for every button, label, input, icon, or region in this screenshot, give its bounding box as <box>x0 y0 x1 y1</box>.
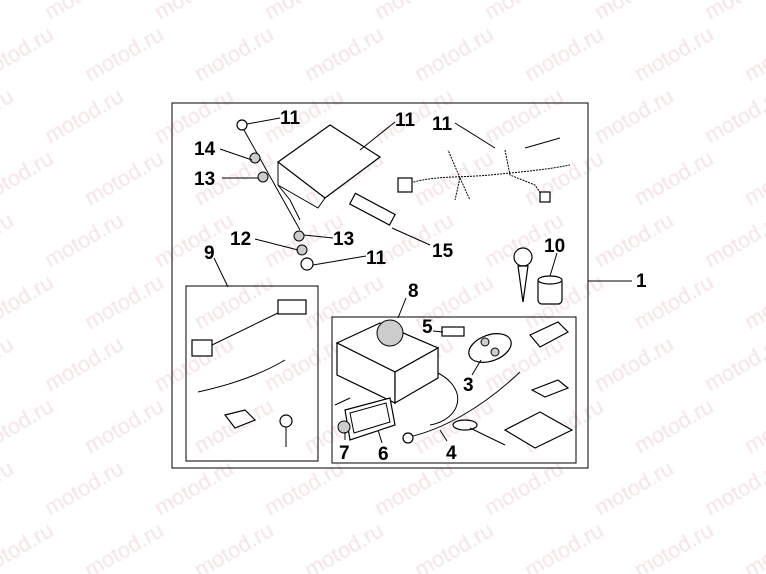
bolt-stack <box>236 119 314 271</box>
subkit-9-frame <box>185 285 319 462</box>
callout-1: 1 <box>636 271 647 292</box>
leader-lines <box>213 117 632 444</box>
subkit-alarm-frame <box>331 316 577 464</box>
callout-13: 13 <box>194 169 215 190</box>
callout-6: 6 <box>378 444 389 465</box>
callout-4: 4 <box>446 443 457 464</box>
callout-13: 13 <box>333 229 354 250</box>
callout-9: 9 <box>204 243 215 264</box>
part-5 <box>441 326 465 337</box>
callout-3: 3 <box>463 375 474 396</box>
main-frame <box>171 102 589 469</box>
remote-3 <box>468 321 569 363</box>
pad-15 <box>348 192 396 226</box>
screw-and-collar-10 <box>513 247 563 305</box>
callout-11: 11 <box>366 248 387 269</box>
callout-11: 11 <box>280 108 301 129</box>
callout-8: 8 <box>408 281 419 302</box>
bracket-plate <box>276 124 382 221</box>
alarm-unit-8 <box>335 319 459 426</box>
callout-10: 10 <box>544 236 565 257</box>
callout-11: 11 <box>395 110 416 131</box>
callout-7: 7 <box>339 443 350 464</box>
callout-5: 5 <box>422 317 433 338</box>
misc-parts <box>334 371 574 449</box>
callout-15: 15 <box>432 241 454 262</box>
callout-11: 11 <box>432 114 453 135</box>
callout-12: 12 <box>230 229 251 250</box>
callout-14: 14 <box>194 139 216 160</box>
wire-harness <box>397 137 571 203</box>
subkit-9-parts <box>191 299 307 447</box>
